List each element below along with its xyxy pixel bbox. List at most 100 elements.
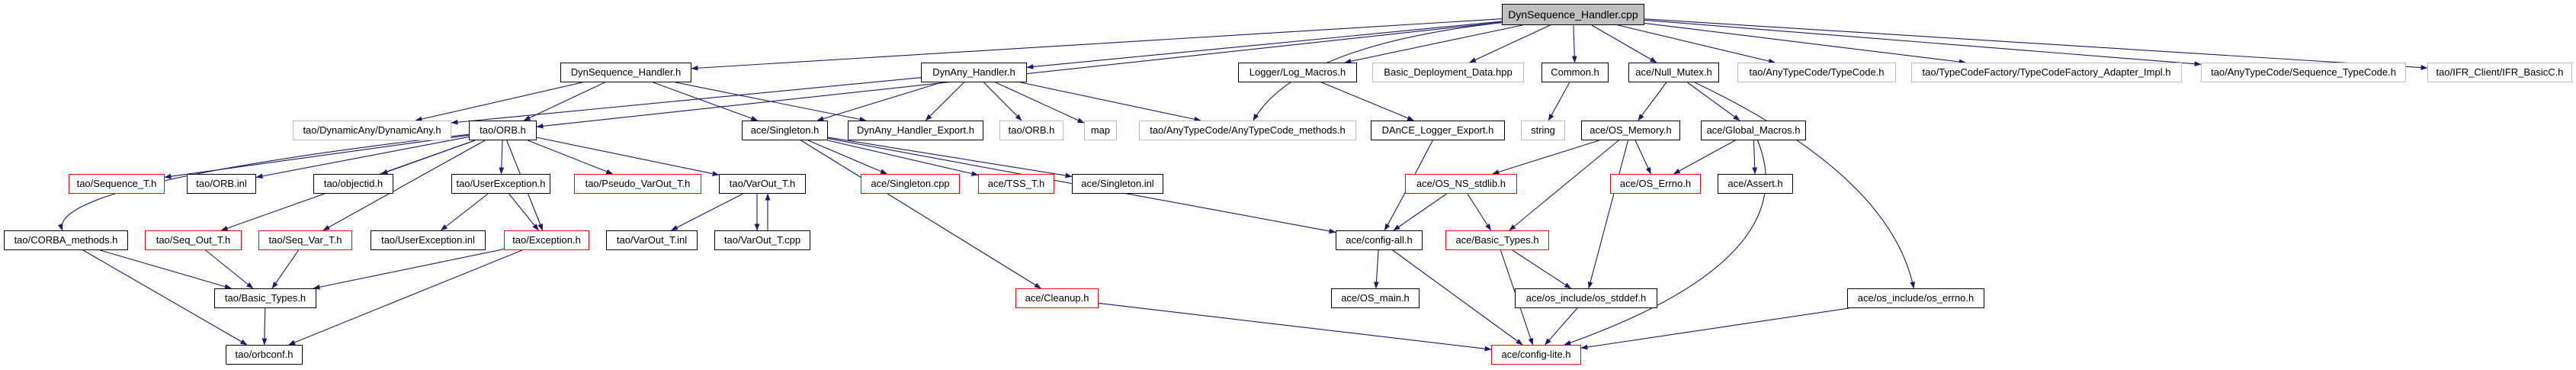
edge-null_mutex-to-global_macros (1687, 82, 1740, 121)
graph-node-anytc_methods: tao/AnyTypeCode/AnyTypeCode_methods.h (1139, 121, 1356, 140)
edge-cpp-to-dynseq_h (691, 18, 1503, 71)
edge-orb1-to-varout_t_h (536, 137, 720, 176)
edge-userexception-to-exception_h (508, 193, 539, 231)
graph-node-common[interactable]: Common.h (1541, 63, 1609, 82)
graph-node-corba_methods[interactable]: tao/CORBA_methods.h (4, 230, 128, 250)
graph-node-tcf_adapter: tao/TypeCodeFactory/TypeCodeFactory_Adap… (1911, 63, 2182, 82)
edge-dynany_h-to-singleton_h (816, 82, 942, 121)
graph-node-ifr_basic: tao/IFR_Client/IFR_BasicC.h (2427, 63, 2572, 82)
graph-node-singleton_cpp[interactable]: ace/Singleton.cpp (861, 174, 960, 194)
edge-dynany_h-to-dynamicany (451, 77, 922, 125)
graph-node-tao_basic_types[interactable]: tao/Basic_Types.h (214, 288, 316, 308)
edge-cleanup-to-config_lite (1098, 302, 1492, 352)
edge-os_memory-to-ace_basic_types (1509, 140, 1619, 231)
edge-seq_out-to-tao_basic_types (205, 249, 254, 289)
graph-root-node: DynSequence_Handler.cpp (1502, 4, 1644, 25)
graph-node-varout_cpp[interactable]: tao/VarOut_T.cpp (714, 230, 810, 250)
graph-node-dynany_export[interactable]: DynAny_Handler_Export.h (848, 121, 983, 140)
graph-node-dance_logger[interactable]: DAnCE_Logger_Export.h (1371, 121, 1505, 140)
graph-node-dynany_h[interactable]: DynAny_Handler.h (921, 63, 1027, 82)
edge-orb1-to-userexception (499, 140, 505, 175)
edge-dynseq_h-to-dynamicany (415, 82, 583, 122)
graph-node-dynamicany: tao/DynamicAny/DynamicAny.h (293, 121, 451, 140)
graph-node-singleton_inl[interactable]: ace/Singleton.inl (1072, 174, 1163, 194)
edge-singleton_h-to-singleton_inl (827, 137, 1073, 179)
edge-os_memory-to-os_ns_stdlib (1492, 140, 1599, 175)
graph-node-basic_dd: Basic_Deployment_Data.hpp (1372, 63, 1524, 82)
edge-config_all-to-config_lite (1392, 249, 1523, 346)
graph-node-os_ns_stdlib[interactable]: ace/OS_NS_stdlib.h (1405, 174, 1517, 194)
graph-node-dynseq_h[interactable]: DynSequence_Handler.h (560, 63, 691, 82)
graph-node-cleanup[interactable]: ace/Cleanup.h (1015, 288, 1099, 308)
graph-node-orbconf[interactable]: tao/orbconf.h (226, 345, 303, 365)
graph-node-singleton_h[interactable]: ace/Singleton.h (742, 121, 828, 140)
edge-global_macros-to-config_lite (1564, 140, 1766, 346)
edge-dynseq_h-to-singleton_h (653, 82, 759, 121)
graph-node-string: string (1521, 121, 1565, 140)
edge-common-to-string (1548, 82, 1570, 121)
graph-node-varout_inl[interactable]: tao/VarOut_T.inl (606, 230, 698, 250)
graph-node-null_mutex[interactable]: ace/Null_Mutex.h (1628, 63, 1719, 82)
graph-node-typecode: tao/AnyTypeCode/TypeCode.h (1737, 63, 1896, 82)
edge-corba_methods-to-tao_basic_types (100, 249, 232, 289)
edge-orb1-to-seq_var (322, 140, 486, 231)
graph-node-ace_basic_types[interactable]: ace/Basic_Types.h (1445, 230, 1549, 250)
edge-singleton_h-to-singleton_cpp (807, 140, 887, 175)
edge-global_macros-to-assert_h (1752, 140, 1758, 175)
graph-node-exception_h[interactable]: tao/Exception.h (504, 230, 589, 250)
edge-ace_basic_types-to-os_stddef (1512, 249, 1571, 289)
edge-cpp-to-tcf_adapter (1644, 22, 1966, 65)
graph-node-assert_h[interactable]: ace/Assert.h (1718, 174, 1793, 194)
edge-userexception-to-userexception_inl (440, 193, 489, 231)
edge-exception_h-to-orbconf (288, 249, 523, 346)
edge-singleton_h-to-tss_t (827, 140, 979, 176)
edge-cpp-to-null_mutex (1591, 24, 1657, 63)
edge-cpp-to-log_macros (1344, 24, 1523, 64)
edge-cpp-to-typecode (1618, 24, 1776, 64)
graph-node-objectid[interactable]: tao/objectid.h (313, 174, 393, 194)
edge-dynseq_h-to-dynany_export (675, 82, 867, 122)
edge-os_ns_stdlib-to-ace_basic_types (1467, 193, 1492, 231)
edge-cpp-to-dynany_h (1026, 21, 1503, 69)
edge-orb1-to-orb_inl (255, 136, 470, 179)
graph-node-os_errno_h[interactable]: ace/OS_Errno.h (1610, 174, 1701, 194)
edge-corba_methods-to-orbconf (82, 249, 248, 346)
graph-node-seq_typecode: tao/AnyTypeCode/Sequence_TypeCode.h (2201, 63, 2406, 82)
edge-orb1-to-sequence_t (164, 134, 470, 179)
graph-node-config_lite[interactable]: ace/config-lite.h (1491, 345, 1581, 365)
edge-null_mutex-to-os_memory (1638, 82, 1667, 121)
edge-config_all-to-os_main (1374, 249, 1379, 289)
graph-node-seq_out[interactable]: tao/Seq_Out_T.h (145, 230, 242, 250)
graph-node-orb1[interactable]: tao/ORB.h (469, 121, 537, 140)
graph-node-userexception[interactable]: tao/UserException.h (451, 174, 550, 194)
edge-cpp-to-common (1571, 24, 1577, 63)
edge-orb1-to-pseudo_varout (528, 140, 614, 175)
graph-node-global_macros[interactable]: ace/Global_Macros.h (1701, 121, 1806, 140)
graph-node-userexception_inl[interactable]: tao/UserException.inl (371, 230, 486, 250)
graph-node-os_errno_inc[interactable]: ace/os_include/os_errno.h (1847, 288, 1984, 308)
edge-seq_var-to-tao_basic_types (271, 249, 299, 289)
graph-node-varout_t_h[interactable]: tao/VarOut_T.h (719, 174, 806, 194)
graph-node-pseudo_varout[interactable]: tao/Pseudo_VarOut_T.h (574, 174, 701, 194)
graph-node-os_main[interactable]: ace/OS_main.h (1331, 288, 1420, 308)
graph-node-log_macros[interactable]: Logger/Log_Macros.h (1238, 63, 1357, 82)
edge-os_memory-to-os_stddef (1587, 140, 1629, 289)
graph-node-os_stddef[interactable]: ace/os_include/os_stddef.h (1515, 288, 1657, 308)
edge-null_mutex-to-os_errno_inc (1694, 82, 1915, 289)
edge-log_macros-to-dance_logger (1321, 82, 1414, 121)
edge-dynany_h-to-dynany_export (925, 82, 964, 121)
graph-node-orb_inl[interactable]: tao/ORB.inl (187, 174, 256, 194)
graph-node-sequence_t[interactable]: tao/Sequence_T.h (69, 174, 165, 194)
edge-dynany_h-to-anytc_methods (1020, 82, 1201, 122)
edge-cpp-to-anytc_methods (1253, 21, 1503, 121)
graph-node-config_all[interactable]: ace/config-all.h (1336, 230, 1423, 250)
edge-os_stddef-to-config_lite (1545, 307, 1578, 346)
graph-node-os_memory[interactable]: ace/OS_Memory.h (1581, 121, 1680, 140)
graph-node-tss_t[interactable]: ace/TSS_T.h (978, 174, 1054, 194)
edge-os_errno_inc-to-config_lite (1580, 307, 1849, 350)
edge-exception_h-to-tao_basic_types (313, 248, 505, 290)
edge-os_memory-to-os_errno_h (1634, 140, 1651, 175)
graph-node-seq_var[interactable]: tao/Seq_Var_T.h (258, 230, 352, 250)
